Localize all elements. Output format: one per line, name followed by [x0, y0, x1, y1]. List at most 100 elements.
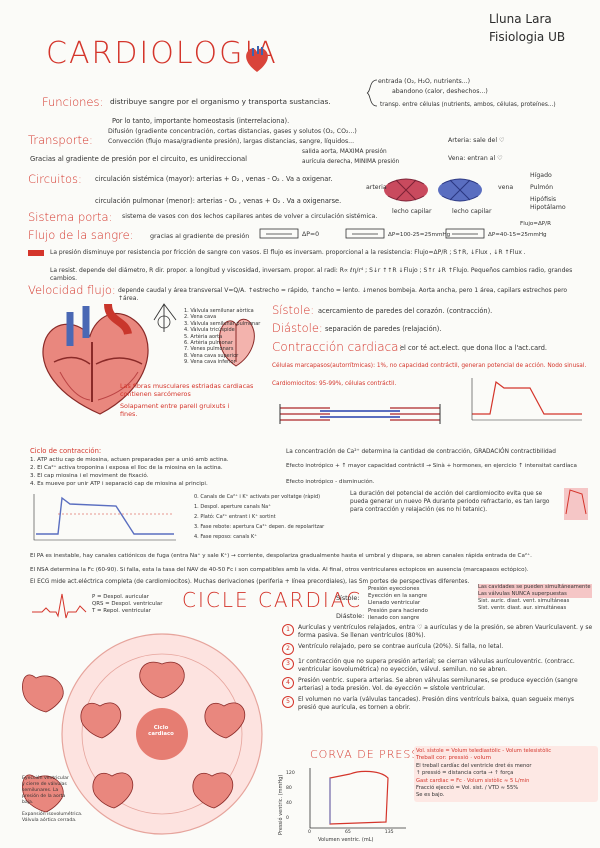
heart-label: 2. Vena cava: [184, 314, 217, 321]
sistole-item: Eyección en la sangre: [368, 593, 428, 599]
duracion-pa: La duración del potencial de acción del …: [350, 491, 550, 513]
transporte-difusion: Difusión (gradiente concentración, corta…: [108, 128, 357, 135]
circuitos-label: Circuitos:: [28, 172, 82, 186]
step-number-icon: 5: [282, 696, 294, 708]
pa-inestable: El PA es inestable, hay canales catiónic…: [30, 553, 532, 559]
sistole-item: Llenado ventricular: [368, 600, 421, 606]
funciones-entrada: entrada (O₂, H₂O, nutrients...): [378, 78, 471, 85]
ciclo-step: 3. El cap miosina i el moviment de fixac…: [30, 473, 149, 479]
fase-item: 3. Fase rebote: apertura Ca²⁺ depen. de …: [194, 524, 325, 530]
course-name: Fisiologia UB: [489, 30, 566, 44]
sarcomere-diagram: [279, 404, 441, 424]
pv-y-tick: 40: [286, 801, 292, 806]
funciones-abandono: abandono (calor, deshechos...): [392, 88, 488, 95]
diastole-item: llenado con sangre: [368, 615, 420, 621]
action-potential-graph: [471, 378, 582, 421]
auricula-derecha: aurícula derecha, MINIMA presión: [302, 159, 400, 165]
valve-icon: [153, 303, 177, 332]
cycle-step-2: 2 Ventrículo relajado, pero se contrae a…: [282, 643, 594, 655]
cycle-step-text: Aurículas y ventrículos relajados, entra…: [298, 624, 593, 639]
resist-badge: [28, 250, 44, 256]
flujo-text: gracias al gradiente de presión: [150, 232, 250, 240]
heart-label: 4. Vàlvula tricúspide: [184, 327, 235, 334]
cycle-steps-list: 1 Aurículas y ventrículos relajados, ent…: [282, 624, 594, 712]
contraccion-text: el cor té act.elect. que dona lloc a l'a…: [400, 344, 548, 352]
salida-aorta: salida aorta, MAXIMA presión: [302, 149, 387, 155]
wheel-note-1: Eyección ventricular y cierre de válvula…: [22, 776, 69, 805]
arteria-label: arteria: [366, 184, 387, 191]
corva-title: CORVA DE PRESSIÓ:: [310, 748, 438, 761]
pv-y-label: Pressió ventric. (mmHg): [278, 774, 284, 835]
wheel-note-2: Expansión isovolumétrica. Válvula aórtic…: [22, 812, 83, 823]
ecg-legend-item: T = Repol. ventricular: [92, 608, 151, 614]
cycle-step-text: El volumen no varía (válvulas tancades).…: [298, 696, 574, 711]
cycle-step-1: 1 Aurículas y ventrículos relajados, ent…: [282, 624, 594, 640]
corva-notes: Vol. sístole = Volum telediastòlic - Vol…: [414, 746, 598, 802]
flujo-dp0: ΔP=0: [302, 231, 320, 238]
diastole-cycle-label: Diástole:: [336, 612, 365, 620]
pv-x-tick: 0: [308, 830, 311, 835]
heart-label: 9. Vena cava inferior: [184, 359, 236, 366]
sistema-porta-text: sistema de vasos con dos lechos capilare…: [122, 213, 378, 220]
transporte-conveccion: Convección (flujo masa/gradiente presión…: [108, 138, 355, 145]
cycle-step-text: Ventrículo relajado, pero se contrae aur…: [298, 643, 504, 650]
funciones-label: Funciones:: [42, 95, 104, 109]
heart-label: 1. Vàlvula semilunar aòrtica: [184, 308, 254, 314]
flujo-dp2: ΔP=40-15=25mmHg: [488, 232, 547, 238]
ciclo-steps: 1. ATP actiu cap de miosina, actuen prep…: [30, 456, 280, 488]
cycle-step-3: 3 1r contracción que no supera presión a…: [282, 658, 594, 674]
fase-item: 4. Fase reposo: canals K⁺: [194, 534, 257, 540]
circuito-sistemico: circulación sistémica (mayor): arterias …: [95, 175, 333, 183]
efecto-inotropico-pos: Efecto inotrópico + ↑ mayor capacidad co…: [286, 463, 577, 469]
homeostasis-note: Por lo tanto, importante homeostasis (in…: [112, 117, 290, 125]
pv-x-ticks: 0 65 135: [308, 829, 394, 837]
pv-y-tick: 0: [286, 816, 289, 821]
heart-label: 5. Artèria aorta: [184, 333, 223, 340]
step-number-icon: 2: [282, 643, 294, 655]
pv-x-tick: 135: [384, 830, 394, 835]
solapament-note: Solapament entre parell gruixuts i fines…: [120, 402, 230, 418]
cardiac-cycle-wheel: [22, 633, 263, 835]
celulas-marcapasos: Células marcapasos(autorrítmicas): 1%, n…: [272, 363, 587, 369]
transporte-gracias: Gracias al gradiente de presión por el c…: [30, 155, 248, 163]
diastole-items: Presión para haciendo llenado con sangre: [368, 608, 428, 622]
step-number-icon: 3: [282, 658, 294, 670]
corva-note: Treball cor: pressió · volum: [416, 755, 492, 762]
sistole-item: Presión eyecciones: [368, 586, 420, 592]
corva-note: Se es bajo.: [416, 792, 445, 799]
cycle-step-text: Presión ventric. supera arterias. Se abr…: [298, 677, 578, 692]
efecto-inotropico-neg: Efecto inotrópico - disminución.: [286, 479, 375, 485]
flow-tubes-diagram: [259, 228, 485, 239]
cycle-rule: Sist. auric. diast. vent. simultáneas: [478, 598, 570, 604]
vena-def: Vena: entran al ♡: [448, 155, 503, 162]
heart-small-diagram: [219, 318, 255, 367]
vena-label: vena: [498, 184, 514, 191]
corva-note: Fracció ejecció = Vol. sist. / VTD ≈ 55%: [416, 785, 519, 792]
cicle-cardiac-title: CICLE CARDIAC: [182, 588, 363, 612]
sistole-text: acercamiento de paredes del corazón. (co…: [318, 307, 493, 315]
cycle-rule: Las cavidades se pueden simultáneamente: [478, 584, 592, 591]
heart-label: 7. Venes pulmonars: [184, 346, 234, 353]
flujo-dp1: ΔP=100-25=25mmHg: [388, 232, 451, 238]
sistole-label: Sístole:: [272, 303, 315, 317]
heart-icon: [246, 46, 268, 72]
organ-higado: Hígado: [530, 172, 552, 179]
cycle-step-5: 5 El volumen no varía (válvulas tancades…: [282, 696, 594, 712]
organ-pulmon: Pulmón: [530, 184, 553, 191]
cycle-rules-box: Las cavidades se pueden simultáneamente …: [478, 584, 592, 612]
diastole-item: Presión para haciendo: [368, 608, 428, 614]
funciones-text: distribuye sangre por el organismo y tra…: [110, 97, 331, 106]
cycle-step-text: 1r contracción que no supera presión art…: [298, 658, 575, 673]
pv-x-label: Volumen ventric. (mL): [318, 837, 374, 843]
step-number-icon: 1: [282, 624, 294, 636]
transporte-label: Transporte:: [28, 133, 93, 147]
heart-label: 8. Vena cava superior: [184, 352, 239, 359]
pv-y-tick: 80: [286, 786, 292, 791]
organ-hipotalamo: Hipotálamo: [530, 204, 566, 211]
corva-note: Vol. sístole = Volum telediastòlic - Vol…: [416, 748, 552, 754]
cycle-step-4: 4 Presión ventric. supera arterias. Se a…: [282, 677, 594, 693]
heart-label: 6. Artèria pulmonar: [184, 340, 233, 347]
velocidad-label: Velocidad flujo:: [28, 283, 116, 297]
pv-y-ticks: 120 80 40 0: [286, 766, 295, 826]
corva-note: El treball cardíac del ventricle dret és…: [416, 762, 532, 769]
